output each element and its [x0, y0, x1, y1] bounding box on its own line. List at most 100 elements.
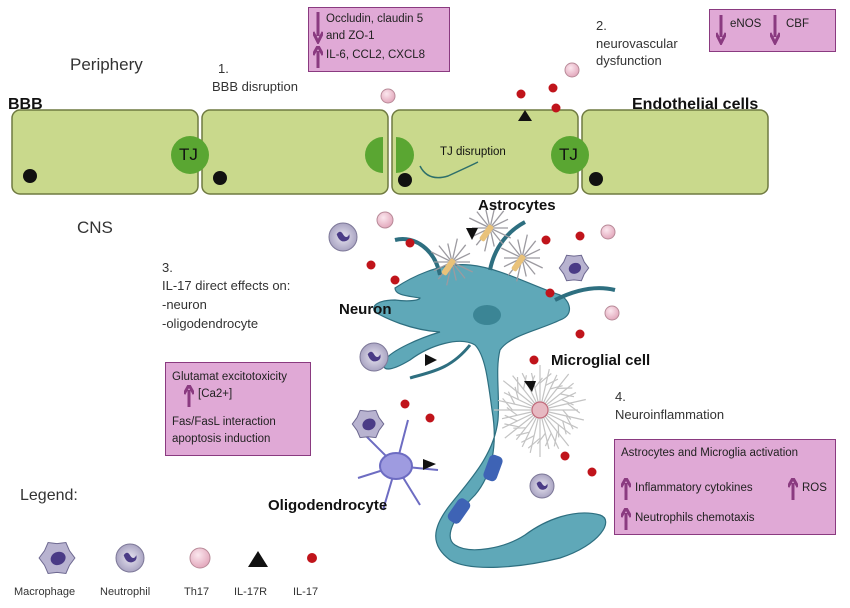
neuron-dendrite [488, 220, 526, 271]
nucleus [398, 173, 412, 187]
astrocyte-process [489, 218, 509, 229]
legend-title: Legend: [20, 487, 78, 504]
microglia-process [514, 386, 519, 400]
microglial-label: Microglial cell [551, 352, 651, 369]
microglia-process [504, 423, 520, 428]
oligodendrocyte-label: Oligodendrocyte [268, 497, 388, 514]
astrocyte-endfoot [441, 258, 456, 276]
step2-line2: dysfunction [596, 53, 662, 68]
microglia-process [561, 399, 574, 406]
tight-junction-broken-left [365, 137, 383, 173]
legend-il17-label: IL-17 [293, 586, 319, 598]
microglia-process [562, 420, 567, 435]
il17-dot [400, 399, 410, 409]
step3-line2: -neuron [162, 297, 207, 312]
box4-item2: ROS [802, 482, 827, 494]
step3-line1: IL-17 direct effects on: [162, 278, 291, 293]
legend-il17 [307, 553, 317, 563]
tj-label-right: TJ [559, 145, 578, 164]
box4-item3: Neutrophils chemotaxis [635, 512, 755, 524]
microglia-process [539, 373, 552, 384]
il17-dot [587, 467, 597, 477]
tight-junction-broken-right [396, 137, 414, 173]
il17r-marker [423, 459, 436, 470]
bbb-label: BBB [8, 96, 43, 113]
il17r-marker [425, 354, 437, 366]
neuron-dendrite [409, 344, 472, 380]
microglia-process [507, 391, 516, 405]
endothelial-layer [11, 109, 769, 195]
th17-cell [604, 305, 620, 321]
legend-artwork [38, 541, 317, 575]
macrophage-cells [351, 254, 590, 439]
microglia-process [502, 398, 513, 411]
box4-title: Astrocytes and Microglia activation [621, 447, 799, 459]
nucleus [23, 169, 37, 183]
microglia-process [521, 435, 535, 443]
astrocyte-process [521, 257, 543, 269]
step3-number: 3. [162, 260, 173, 275]
il17-dot [548, 83, 558, 93]
arrow-up-icon [313, 46, 323, 68]
step4-number: 4. [615, 389, 626, 404]
tj-label-left: TJ [179, 145, 198, 164]
box3-line3: Fas/FasL interaction [172, 416, 276, 428]
microglia-process [506, 407, 518, 416]
il17-dot [541, 235, 551, 245]
neuroinflammation-box: Astrocytes and Microglia activation Infl… [614, 439, 836, 535]
astrocyte-process [476, 211, 491, 229]
microglia-process [545, 378, 559, 386]
endothelial-cell-4 [581, 109, 769, 195]
legend-il17r-label: IL-17R [234, 586, 268, 598]
astrocyte-process [489, 227, 504, 245]
il17r-marker [466, 228, 478, 240]
box3-line1: Glutamat excitotoxicity [172, 371, 288, 383]
il17r-markers [423, 228, 536, 470]
legend-il17r [248, 551, 268, 567]
microglia-soma [531, 401, 549, 419]
astrocyte-process [451, 261, 473, 273]
astrocyte-process [469, 217, 491, 229]
neuron-body [373, 264, 607, 568]
microglia-process [567, 403, 581, 414]
tight-junction-right [551, 136, 589, 174]
astrocyte-process [451, 252, 471, 263]
legend-macrophage: Macrophage [14, 586, 76, 598]
astrocyte-endfoot [511, 254, 526, 272]
microglia-process [534, 377, 543, 389]
bbb-disruption-box: Occludin, claudin 5 and ZO-1 IL-6, CCL2,… [308, 7, 450, 72]
step2-number: 2. [596, 18, 607, 33]
box3-line2: [Ca2+] [198, 388, 233, 400]
arrow-down-icon [716, 15, 726, 45]
step1-text: BBB disruption [212, 79, 298, 94]
cns-label: CNS [77, 218, 113, 237]
astrocyte-process [521, 240, 537, 259]
astrocyte-process [521, 257, 536, 275]
step3-line3: -oligodendrocyte [162, 316, 259, 331]
il17-dot [390, 275, 400, 285]
endothelial-cell-2 [201, 109, 389, 195]
microglia-process [516, 431, 530, 437]
astrocyte-process [489, 204, 496, 229]
astrocyte-process [451, 261, 466, 279]
macrophage-nucleus [50, 551, 66, 566]
box4-item1: Inflammatory cytokines [635, 482, 753, 494]
box1-line1: Occludin, claudin 5 [326, 13, 424, 25]
tj-disruption-arc [419, 161, 479, 179]
th17-cell [564, 62, 580, 78]
th17-cell [600, 224, 616, 240]
microglia-process [550, 385, 563, 390]
microglia-process [553, 431, 558, 447]
astrocyte-cluster [431, 204, 543, 286]
il17-effects-box: Glutamat excitotoxicity [Ca2+] Fas/FasL … [165, 362, 311, 456]
il17-dot [366, 260, 376, 270]
endothelial-label: Endothelial cells [632, 96, 759, 113]
il17-dots [366, 83, 597, 477]
il17-dot [405, 238, 415, 248]
macrophage-nucleus [362, 418, 376, 431]
neutrophil-nucleus [367, 351, 381, 362]
box3-line4: apoptosis induction [172, 433, 271, 445]
box1-line3: IL-6, CCL2, CXCL8 [326, 49, 426, 61]
microglia-process [544, 432, 552, 447]
microglia-process [562, 409, 572, 420]
